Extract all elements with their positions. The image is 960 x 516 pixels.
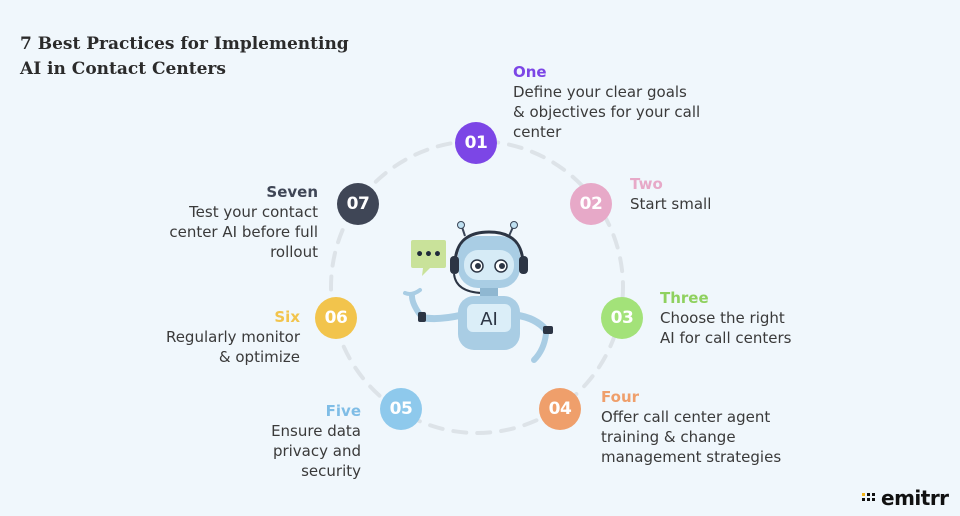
- speech-bubble-icon: •••: [411, 240, 446, 276]
- step-one: One Define your clear goals & objectives…: [513, 62, 700, 142]
- step-heading-five: Five: [325, 402, 361, 420]
- step-seven: Seven Test your contact center AI before…: [169, 182, 318, 262]
- step-heading-four: Four: [601, 388, 640, 406]
- step-heading-seven: Seven: [266, 183, 318, 201]
- step-four: Four Offer call center agent training & …: [601, 387, 781, 467]
- step-badge-04: 04: [539, 388, 581, 430]
- step-description-five: Ensure data privacy and security: [271, 422, 361, 480]
- step-description-six: Regularly monitor & optimize: [165, 328, 300, 366]
- step-description-one: Define your clear goals & objectives for…: [513, 83, 701, 141]
- step-two: Two Start small: [630, 174, 711, 214]
- emitrr-logo-text: emitrr: [881, 486, 949, 510]
- dashed-ring: [329, 139, 625, 435]
- step-description-seven: Test your contact center AI before full …: [169, 203, 318, 261]
- step-description-four: Offer call center agent training & chang…: [601, 408, 782, 466]
- step-description-two: Start small: [630, 195, 712, 213]
- page-title: 7 Best Practices for Implementing AI in …: [20, 32, 349, 82]
- step-three: Three Choose the right AI for call cente…: [660, 288, 791, 348]
- step-description-three: Choose the right AI for call centers: [660, 309, 792, 347]
- step-heading-one: One: [513, 63, 547, 81]
- robot-icon: AI: [403, 221, 553, 363]
- step-heading-six: Six: [274, 308, 300, 326]
- robot-chest-label: AI: [480, 309, 498, 330]
- step-badge-03: 03: [601, 297, 643, 339]
- step-badge-02: 02: [570, 183, 612, 225]
- step-badge-01: 01: [455, 122, 497, 164]
- step-badge-07: 07: [337, 183, 379, 225]
- step-badge-06: 06: [315, 297, 357, 339]
- step-badge-05: 05: [380, 388, 422, 430]
- emitrr-logo: emitrr: [862, 488, 949, 508]
- title-line-1: 7 Best Practices for Implementing: [20, 34, 349, 54]
- step-heading-three: Three: [660, 289, 709, 307]
- speech-bubble-dots: •••: [415, 247, 442, 263]
- emitrr-logo-mark-icon: [862, 493, 875, 501]
- title-line-2: AI in Contact Centers: [20, 59, 226, 79]
- step-five: Five Ensure data privacy and security: [271, 401, 361, 481]
- step-heading-two: Two: [630, 175, 663, 193]
- step-six: Six Regularly monitor & optimize: [166, 307, 300, 367]
